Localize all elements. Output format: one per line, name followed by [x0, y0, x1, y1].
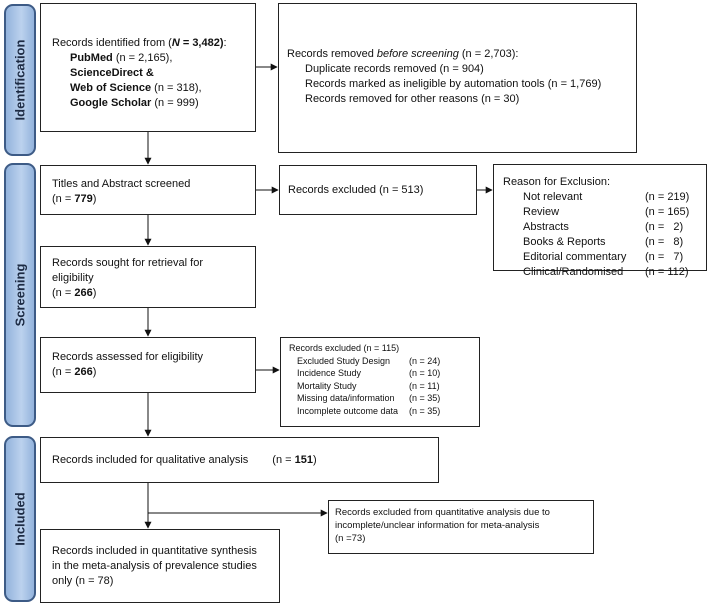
sought-retrieval-line1: Records sought for retrieval for [52, 257, 204, 269]
excluded-quant-n: (n =73) [335, 533, 366, 544]
records-removed-heading: Records removed before screening (n = 2,… [287, 48, 519, 60]
quantitative-box: Records included in quantitative synthes… [40, 529, 280, 603]
stage-screening: Screening [4, 163, 36, 427]
removed-duplicate: Duplicate records removed (n = 904) [305, 63, 484, 75]
sought-retrieval-box: Records sought for retrieval for eligibi… [40, 246, 256, 308]
reason-exclusion-box: Reason for Exclusion: Not relevant(n = 2… [493, 164, 707, 278]
source-google-scholar: Google Scholar (n = 999) [70, 97, 199, 109]
reason-item: Review(n = 165) [523, 206, 690, 218]
excluded-reason-item: Incidence Study(n = 10) [297, 368, 441, 378]
assessed-eligibility-n: (n = 266) [52, 366, 97, 378]
records-removed-box: Records removed before screening (n = 2,… [278, 3, 637, 153]
records-excluded-513-label: Records excluded (n = 513) [288, 184, 424, 196]
source-sciencedirect: ScienceDirect & [70, 67, 154, 79]
titles-screened-box: Titles and Abstract screened (n = 779) [40, 165, 256, 215]
records-excluded-115-box: Records excluded (n = 115) Excluded Stud… [280, 337, 480, 427]
records-excluded-513-box: Records excluded (n = 513) [279, 165, 477, 215]
excluded-quant-line1: Records excluded from quantitative analy… [335, 507, 550, 518]
quantitative-line3: only (n = 78) [52, 575, 114, 587]
reason-item: Abstracts(n = 2) [523, 221, 684, 233]
source-pubmed: PubMed (n = 2,165), [70, 52, 173, 64]
reason-item: Books & Reports(n = 8) [523, 236, 684, 248]
sought-retrieval-line2: eligibility [52, 272, 94, 284]
quantitative-line2: in the meta-analysis of prevalence studi… [52, 560, 257, 572]
records-identified-box: Records identified from (N = 3,482): Pub… [40, 3, 256, 132]
reason-item: Not relevant(n = 219) [523, 191, 690, 203]
qualitative-box: Records included for qualitative analysi… [40, 437, 439, 483]
quantitative-line1: Records included in quantitative synthes… [52, 545, 257, 557]
removed-other: Records removed for other reasons (n = 3… [305, 93, 520, 105]
assessed-eligibility-label: Records assessed for eligibility [52, 351, 204, 363]
excluded-quant-line2: incomplete/unclear information for meta-… [335, 520, 540, 531]
excluded-reason-item: Mortality Study(n = 11) [297, 380, 440, 391]
excluded-reason-item: Excluded Study Design(n = 24) [297, 355, 441, 366]
records-excluded-115-title: Records excluded (n = 115) [289, 343, 400, 353]
reason-exclusion-title: Reason for Exclusion: [503, 176, 610, 188]
removed-automation: Records marked as ineligible by automati… [305, 78, 602, 90]
excluded-reason-item: Incomplete outcome data(n = 35) [297, 405, 441, 416]
records-identified-heading: Records identified from (N = 3,482): [52, 37, 227, 49]
stage-included: Included [4, 436, 36, 602]
n-label: N [171, 37, 180, 49]
stage-identification: Identification [4, 4, 36, 156]
sought-retrieval-n: (n = 266) [52, 287, 97, 299]
excluded-quant-box: Records excluded from quantitative analy… [328, 500, 594, 554]
titles-screened-label: Titles and Abstract screened [52, 178, 191, 190]
excluded-reason-item: Missing data/information(n = 35) [297, 393, 441, 403]
reason-item: Editorial commentary(n = 7) [523, 251, 684, 263]
assessed-eligibility-box: Records assessed for eligibility (n = 26… [40, 337, 256, 393]
source-web-of-science: Web of Science (n = 318), [70, 82, 202, 94]
titles-screened-n: (n = 779) [52, 193, 97, 205]
reason-item: Clinical/Randomised(n = 112) [523, 266, 689, 278]
qualitative-label: Records included for qualitative analysi… [52, 454, 317, 466]
